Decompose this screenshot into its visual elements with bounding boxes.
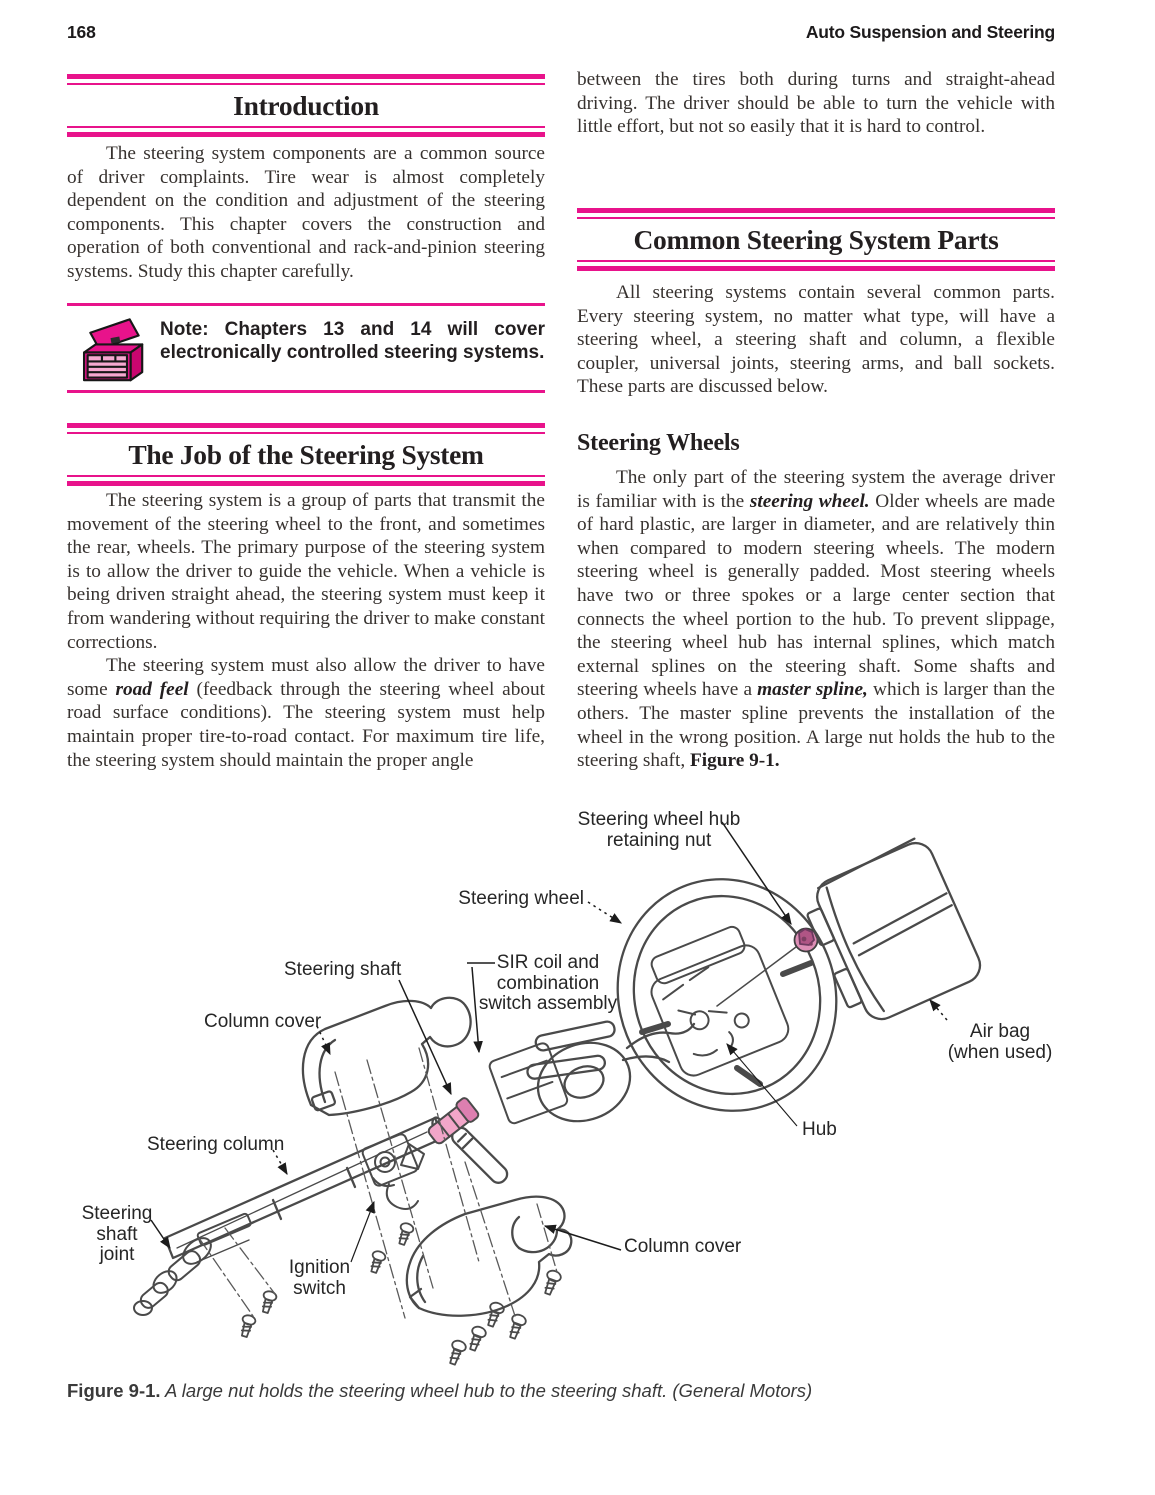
job-paragraphs: The steering system is a group of parts … bbox=[67, 489, 545, 772]
wheels-subheading: Steering Wheels bbox=[577, 430, 740, 456]
label-air-bag: Air bag (when used) bbox=[947, 1021, 1053, 1063]
job-heading-block: The Job of the Steering System bbox=[67, 423, 545, 486]
label-column-cover-lower: Column cover bbox=[624, 1236, 742, 1257]
rule-thin bbox=[67, 126, 545, 128]
wheels-para-mid: Older wheels are made of hard plastic, a… bbox=[577, 490, 1056, 701]
rule-thin bbox=[67, 432, 545, 434]
page-number: 168 bbox=[67, 22, 96, 42]
wheels-paragraph: The only part of the steering system the… bbox=[577, 466, 1055, 773]
job-paragraph-2: The steering system must also allow the … bbox=[67, 654, 545, 772]
note-box: Note: Chapters 13 and 14 will cover elec… bbox=[67, 303, 545, 393]
rule-thin bbox=[577, 217, 1055, 219]
intro-heading: Introduction bbox=[233, 90, 379, 121]
job-heading: The Job of the Steering System bbox=[128, 439, 484, 470]
label-steering-wheel: Steering wheel bbox=[458, 888, 584, 909]
intro-heading-block: Introduction bbox=[67, 74, 545, 137]
rule-bar bbox=[577, 266, 1055, 271]
wheels-paragraph-wrap: The only part of the steering system the… bbox=[577, 466, 1055, 773]
rule-thin bbox=[577, 260, 1055, 262]
label-steering-shaft: Steering shaft bbox=[284, 959, 402, 980]
figure-caption-text: A large nut holds the steering wheel hub… bbox=[160, 1380, 813, 1401]
label-ignition-switch: Ignition switch bbox=[288, 1257, 351, 1299]
continued-paragraph: between the tires both during turns and … bbox=[577, 69, 1055, 138]
wheels-para-post: which is larger than the others. The mas… bbox=[577, 679, 1055, 772]
figure-drawing bbox=[133, 821, 982, 1366]
figure-9-1: Steering wheel hub retaining nut Steerin… bbox=[67, 809, 1097, 1376]
rule-bar bbox=[67, 481, 545, 486]
common-paragraph-wrap: All steering systems contain several com… bbox=[577, 281, 1055, 399]
leader-lines bbox=[150, 821, 948, 1263]
job-para2-pre: The steering system must also allow the … bbox=[67, 655, 545, 700]
common-paragraph: All steering systems contain several com… bbox=[577, 282, 1055, 398]
term-steering-wheel: steering wheel. bbox=[749, 490, 870, 512]
label-steering-shaft-joint: Steering shaft joint bbox=[81, 1203, 153, 1265]
running-title: Auto Suspension and Steering bbox=[805, 22, 1055, 42]
figure-caption: Figure 9-1. A large nut holds the steeri… bbox=[67, 1380, 1047, 1402]
common-heading: Common Steering System Parts bbox=[633, 224, 999, 255]
continued-paragraph-wrap: between the tires both during turns and … bbox=[577, 68, 1055, 139]
intro-paragraph-wrap: The steering system components are a com… bbox=[67, 142, 545, 284]
note-text: Note: Chapters 13 and 14 will cover elec… bbox=[160, 319, 545, 363]
label-steering-column: Steering column bbox=[147, 1134, 285, 1155]
label-hub: Hub bbox=[802, 1119, 837, 1140]
intro-paragraph: The steering system components are a com… bbox=[67, 143, 545, 282]
wheels-para-pre: The only part of the steering system the… bbox=[577, 467, 1055, 512]
label-column-cover-upper: Column cover bbox=[204, 1011, 322, 1032]
rule-thin bbox=[67, 475, 545, 477]
rule-bar bbox=[67, 132, 545, 137]
rule-thin bbox=[67, 83, 545, 85]
job-para2-post: (feedback through the steering wheel abo… bbox=[67, 678, 545, 771]
figure-reference: Figure 9-1. bbox=[689, 750, 780, 772]
term-road-feel: road feel bbox=[115, 678, 189, 700]
rule-bar bbox=[67, 423, 545, 428]
figure-caption-label: Figure 9-1. bbox=[67, 1380, 161, 1401]
common-heading-block: Common Steering System Parts bbox=[577, 208, 1055, 271]
job-paragraph-1: The steering system is a group of parts … bbox=[67, 490, 545, 653]
rule-bar bbox=[67, 74, 545, 79]
toolbox-icon bbox=[75, 314, 145, 387]
label-hub-retaining-nut: Steering wheel hub retaining nut bbox=[577, 809, 741, 851]
term-master-spline: master spline, bbox=[757, 679, 868, 701]
label-sir-coil: SIR coil and combination switch assembly bbox=[478, 952, 618, 1014]
steering-column-drawing bbox=[133, 837, 982, 1366]
rule-bar bbox=[577, 208, 1055, 213]
